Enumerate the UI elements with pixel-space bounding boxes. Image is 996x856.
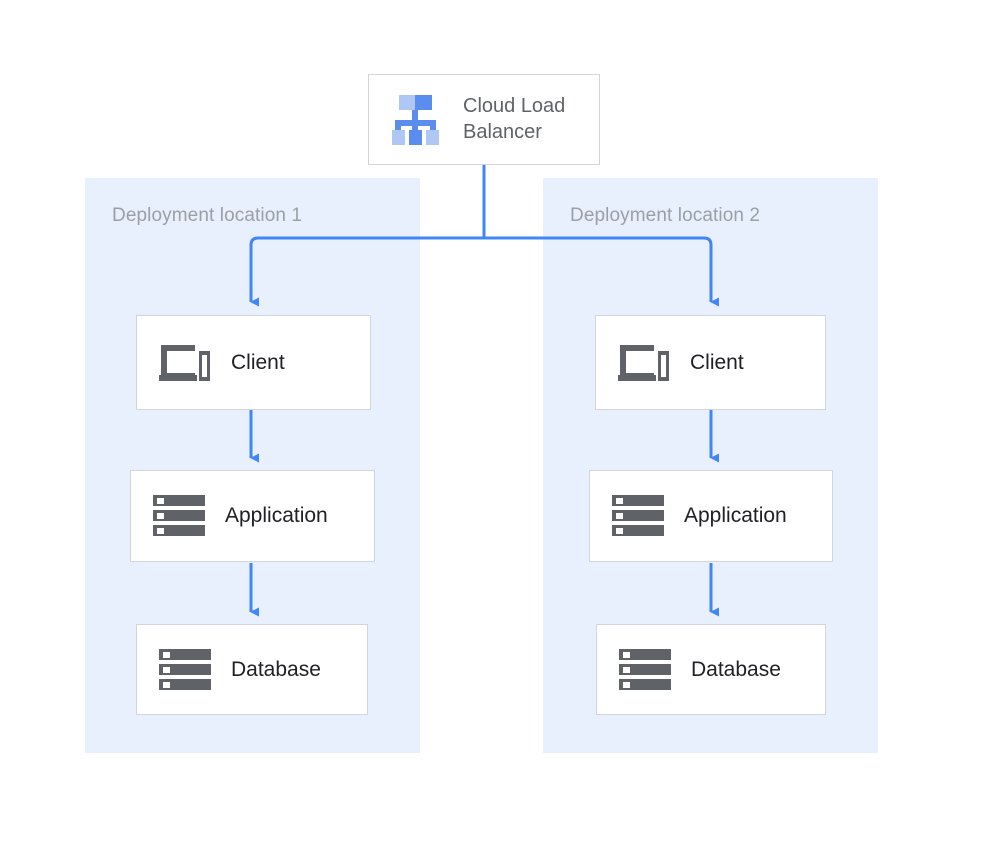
database-1-label: Database <box>231 657 321 681</box>
deployment-location-2-label: Deployment location 2 <box>570 205 761 226</box>
cloud-load-balancer-label: Cloud Load Balancer <box>463 94 565 145</box>
application-1-node[interactable]: Application <box>130 470 375 562</box>
database-2-node[interactable]: Database <box>596 624 826 715</box>
cloud-load-balancer-label-line-1: Cloud Load <box>463 94 566 117</box>
database-1-node[interactable]: Database <box>136 624 368 715</box>
application-1-label: Application <box>225 504 328 527</box>
client-2-label: Client <box>690 350 744 374</box>
server-rack-icon <box>159 648 211 690</box>
cloud-load-balancer-label-line-2: Balancer <box>463 120 542 143</box>
application-2-label: Application <box>684 504 787 527</box>
deployment-location-1-label: Deployment location 1 <box>112 205 303 226</box>
client-1-label: Client <box>231 350 285 374</box>
devices-icon <box>618 344 669 381</box>
devices-icon <box>159 344 210 381</box>
client-2-node[interactable]: Client <box>595 315 826 410</box>
cloud-load-balancer-node[interactable]: Cloud Load Balancer <box>368 74 600 165</box>
server-rack-icon <box>153 495 205 536</box>
server-rack-icon <box>619 648 671 690</box>
client-1-node[interactable]: Client <box>136 315 371 410</box>
server-rack-icon <box>612 495 664 536</box>
load-balancer-tree-icon <box>392 94 439 145</box>
application-2-node[interactable]: Application <box>589 470 833 562</box>
database-2-label: Database <box>691 657 781 681</box>
